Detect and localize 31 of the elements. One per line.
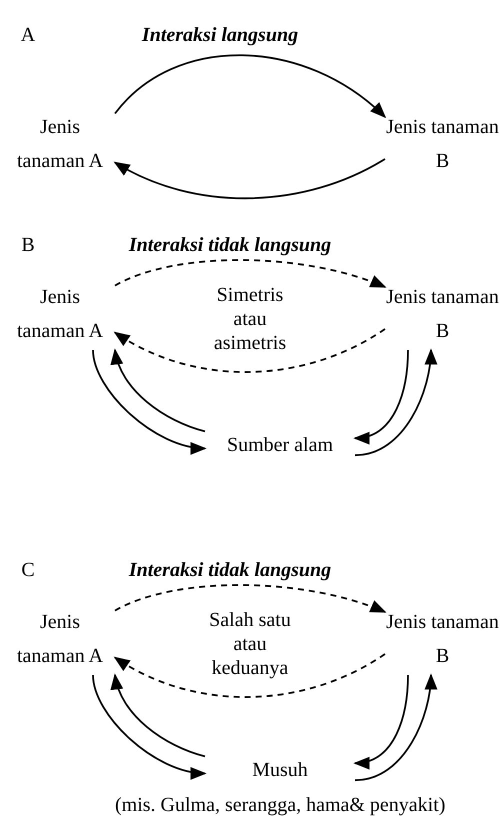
panel-letter: B <box>20 233 36 257</box>
arrow <box>353 674 409 768</box>
arrow <box>112 348 206 432</box>
arrow <box>114 158 386 200</box>
node-label: Jenis tanaman B <box>385 605 500 675</box>
arrow <box>112 673 206 758</box>
panel-letter: C <box>20 558 36 582</box>
node-label: Jenis tanaman B <box>385 280 500 350</box>
arrow <box>92 350 207 454</box>
arrow <box>354 348 437 456</box>
arrow <box>353 350 409 444</box>
arrow <box>354 673 437 782</box>
dashed-arrow <box>114 584 386 613</box>
node-label: Jenis tanaman A <box>5 280 115 350</box>
interaction-note: Simetris atau asimetris <box>212 283 288 355</box>
interaction-note: Salah satu atau keduanya <box>208 608 292 680</box>
dashed-arrow <box>114 653 386 698</box>
panel-title: Interaksi tidak langsung <box>128 558 332 582</box>
node-label: Musuh <box>252 759 308 781</box>
arrow <box>114 54 386 118</box>
panel-title: Interaksi tidak langsung <box>128 233 332 257</box>
node-label: Sumber alam <box>205 428 355 462</box>
node-label: Jenis tanaman A <box>5 110 115 180</box>
panel-title: Interaksi langsung <box>140 23 300 47</box>
panel-letter: A <box>20 23 36 47</box>
node-label: Jenis tanaman A <box>5 605 115 675</box>
dashed-arrow <box>114 328 386 373</box>
dashed-arrow <box>114 259 386 288</box>
node-caption: (mis. Gulma, serangga, hama& penyakit) <box>115 793 445 817</box>
arrow <box>92 674 207 779</box>
node-label: Jenis tanaman B <box>385 110 500 180</box>
